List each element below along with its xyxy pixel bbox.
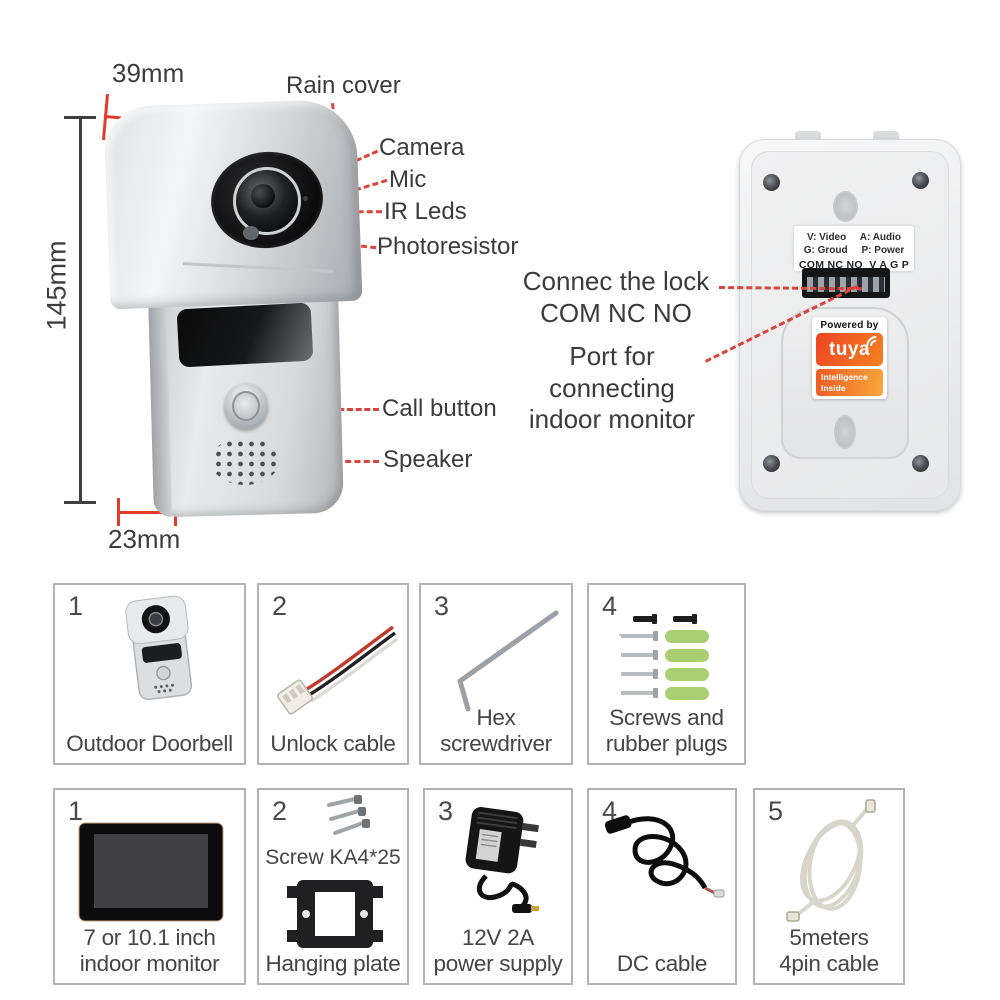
dimension-width-top: 39mm bbox=[112, 58, 185, 88]
package-box-4pin-cable: 5 5meters 4pin cable bbox=[753, 788, 905, 985]
screw-hole-top-left bbox=[763, 174, 780, 191]
screw-hole-bottom-right bbox=[912, 455, 929, 472]
item-number: 1 bbox=[68, 591, 84, 621]
tuya-tagline: Intelligence Inside bbox=[816, 369, 883, 396]
wiring-sticker: V: Video A: Audio G: Groud P: Power COM … bbox=[794, 226, 914, 271]
annotation-monitor-port: Port for connecting indoor monitor bbox=[528, 341, 696, 435]
screw-hole-bottom-left bbox=[763, 455, 780, 472]
tuya-sticker: Powered by tuya Intelligence Inside bbox=[812, 317, 887, 399]
camera-lens-core bbox=[251, 184, 275, 208]
package-box-dc-cable: 4 DC cable bbox=[587, 788, 737, 985]
mounting-screws-thumb bbox=[327, 795, 370, 835]
tuya-wifi-arcs-icon bbox=[866, 336, 877, 347]
item-label: 7 or 10.1 inch indoor monitor bbox=[79, 925, 220, 976]
label-call-button: Call button bbox=[382, 395, 497, 422]
label-ir-leds: IR Leds bbox=[384, 198, 467, 225]
item-number: 4 bbox=[602, 591, 618, 621]
package-box-doorbell: 1 Outdoor Doorbell bbox=[53, 583, 246, 765]
camera-lens-icon bbox=[233, 167, 301, 235]
hex-screwdriver-thumb bbox=[457, 610, 559, 712]
power-supply-thumb bbox=[465, 807, 539, 913]
hanging-hole-bottom bbox=[834, 415, 856, 449]
photoresistor-dot bbox=[243, 226, 259, 240]
item-number: 2 bbox=[272, 796, 288, 826]
item-number: 3 bbox=[434, 591, 450, 621]
item-label: Hanging plate bbox=[265, 950, 401, 976]
dc-cable-thumb bbox=[604, 815, 725, 898]
package-box-power-supply: 3 12V 2A power supply bbox=[423, 788, 573, 985]
hanging-plate-thumb bbox=[287, 880, 383, 948]
screws-plugs-thumb bbox=[619, 614, 709, 700]
screw-hole-top-right bbox=[912, 172, 929, 189]
tuya-logo: tuya bbox=[816, 333, 883, 366]
label-photoresistor: Photoresistor bbox=[377, 233, 519, 260]
item-label: DC cable bbox=[616, 950, 708, 976]
item-number: 2 bbox=[272, 591, 288, 621]
package-box-indoor-monitor: 1 7 or 10.1 inch indoor monitor bbox=[53, 788, 246, 985]
unlock-cable-thumb bbox=[277, 625, 399, 715]
package-box-screws-plugs: 4 Screws and rubber plugs bbox=[587, 583, 746, 765]
item-number: 3 bbox=[438, 796, 454, 826]
indoor-monitor-thumb bbox=[78, 822, 224, 922]
item-label: Screws and rubber plugs bbox=[605, 705, 728, 756]
call-button-ring bbox=[232, 391, 260, 421]
package-box-hanging-plate: 2 Screw KA4*25 Hanging plate bbox=[257, 788, 409, 985]
item-number: 4 bbox=[602, 796, 618, 826]
item-number: 1 bbox=[68, 796, 84, 826]
item-label: Outdoor Doorbell bbox=[66, 730, 233, 756]
annotation-connect-lock: Connec the lock COM NC NO bbox=[522, 266, 710, 328]
label-mic: Mic bbox=[389, 166, 427, 193]
connector-port-pins bbox=[807, 277, 885, 292]
tuya-brand-text: tuya bbox=[828, 339, 871, 360]
package-box-hex-screwdriver: 3 Hex screwdriver bbox=[419, 583, 573, 765]
dimension-height: 145mm bbox=[41, 240, 72, 331]
hanging-hole-top bbox=[833, 191, 858, 222]
item-label: Unlock cable bbox=[270, 730, 396, 756]
4pin-cable-thumb bbox=[786, 799, 876, 922]
item-label: 12V 2A power supply bbox=[433, 925, 563, 976]
name-plate-window bbox=[176, 302, 314, 368]
label-rain-cover: Rain cover bbox=[286, 72, 401, 99]
item-label: 5meters 4pin cable bbox=[779, 925, 879, 976]
body-side-edge bbox=[148, 292, 172, 518]
wiring-sticker-line1: V: Video A: Audio bbox=[806, 232, 902, 243]
label-speaker: Speaker bbox=[383, 446, 473, 473]
outdoor-doorbell-thumb bbox=[125, 595, 193, 701]
call-button-shape bbox=[224, 383, 268, 429]
wiring-sticker-line2: G: Groud P: Power bbox=[803, 245, 905, 256]
dimension-width-bottom: 23mm bbox=[108, 524, 181, 554]
connector-port bbox=[802, 268, 890, 298]
package-box-unlock-cable: 2 Unlock cable bbox=[257, 583, 409, 765]
screw-spec-note: Screw KA4*25 bbox=[265, 846, 401, 869]
label-camera: Camera bbox=[379, 134, 465, 161]
speaker-grille bbox=[211, 437, 279, 485]
item-number: 5 bbox=[768, 796, 784, 826]
tuya-powered-by-text: Powered by bbox=[820, 320, 879, 331]
item-label: Hex screwdriver bbox=[440, 705, 552, 756]
mic-hole bbox=[303, 196, 308, 201]
